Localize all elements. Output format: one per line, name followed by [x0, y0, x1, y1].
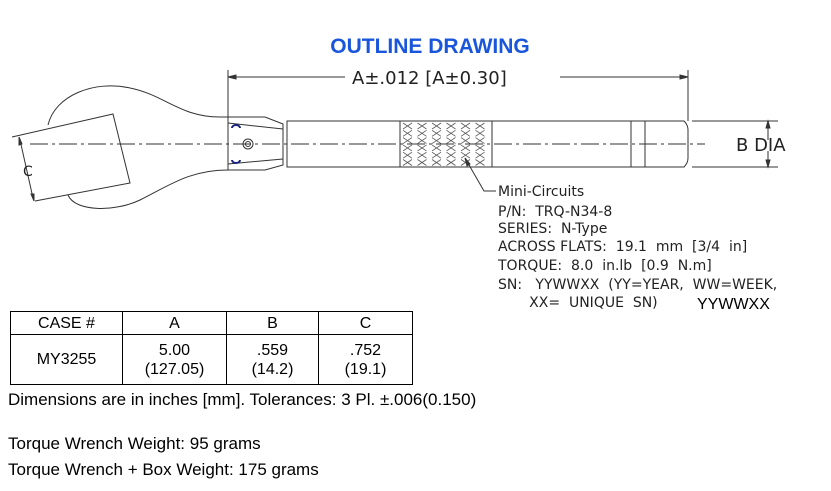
svg-text:ACROSS FLATS: 19.1 mm [3/4: ACROSS FLATS: 19.1 mm [3/4 in]: [498, 239, 747, 255]
knurl-mark: [460, 122, 471, 130]
svg-text:SN: YYWWXX (YY=YEAR, WW=WE: SN: YYWWXX (YY=YEAR, WW=WEEK,: [498, 277, 777, 293]
knurl-mark: [431, 151, 442, 159]
dim-b-label: B DIA: [736, 135, 786, 156]
cell-a: 5.00(127.05): [122, 334, 227, 385]
knurl-mark: [475, 159, 485, 166]
knurl-mark: [460, 144, 471, 152]
weight-note: Torque Wrench Weight: 95 grams: [8, 434, 261, 453]
knurl-mark: [417, 137, 427, 144]
knurl-mark: [417, 151, 427, 159]
knurl-mark: [417, 144, 427, 152]
knurl-mark: [475, 137, 485, 144]
knurl-mark: [431, 159, 442, 166]
knurl-mark: [417, 159, 427, 166]
sn-code: YYWWXX: [697, 296, 770, 313]
cell-b: .559(14.2): [226, 334, 319, 385]
dimensions-table: CASE # A B C MY3255 5.00(127.05) .559(14…: [10, 311, 413, 385]
header-case: CASE #: [10, 311, 123, 335]
knurl-mark: [475, 122, 485, 130]
knurl-mark: [446, 122, 456, 130]
marking-leader: [464, 157, 496, 192]
knurl-mark: [446, 129, 456, 137]
svg-text:SERIES: N-Type: SERIES: N-Type: [498, 221, 607, 237]
tolerance-note: Dimensions are in inches [mm]. Tolerance…: [8, 390, 477, 409]
knurl-mark: [460, 151, 471, 159]
knurl-mark: [402, 137, 413, 144]
knurl-mark: [446, 137, 456, 144]
knurl-mark: [417, 122, 427, 130]
knurl-mark: [475, 151, 485, 159]
knurl-mark: [431, 144, 442, 152]
oring-icon: [231, 124, 241, 164]
knurl-mark: [460, 137, 471, 144]
knurl-mark: [475, 129, 485, 137]
page-title: OUTLINE DRAWING: [330, 35, 530, 58]
dim-a-lines: [227, 70, 689, 121]
knurl-mark: [446, 159, 456, 166]
header-b: B: [226, 311, 319, 335]
knurl-mark: [402, 159, 413, 166]
shaft-end: [644, 120, 689, 168]
knurl-mark: [402, 122, 413, 130]
header-c: C: [318, 311, 413, 335]
svg-text:Mini-Circuits: Mini-Circuits: [498, 184, 584, 200]
knurl-mark: [402, 144, 413, 152]
knurl-mark: [431, 122, 442, 130]
marking-text: Mini-Circuits P/N: TRQ-N34-8 SERIES: N-T…: [497, 184, 777, 313]
knurl-mark: [402, 129, 413, 137]
svg-text:P/N: TRQ-N34-8: P/N: TRQ-N34-8: [498, 204, 612, 220]
cell-c: .752(19.1): [318, 334, 413, 385]
knurl-mark: [417, 129, 427, 137]
header-a: A: [122, 311, 227, 335]
table-row: MY3255 5.00(127.05) .559(14.2) .752(19.1…: [10, 334, 413, 385]
knurl-mark: [446, 151, 456, 159]
knurl-mark: [402, 151, 413, 159]
knurl-mark: [446, 144, 456, 152]
knurl-mark: [460, 129, 471, 137]
svg-text:TORQUE: 8.0 in.lb [0.9 N.m: TORQUE: 8.0 in.lb [0.9 N.m]: [497, 258, 712, 274]
knurl-mark: [475, 144, 485, 152]
weight-box-note: Torque Wrench + Box Weight: 175 grams: [8, 460, 319, 479]
knurl-mark: [431, 129, 442, 137]
dim-a-label: A±.012 [A±0.30]: [352, 68, 507, 89]
knurl-mark: [431, 137, 442, 144]
dim-c-label: C: [23, 164, 33, 180]
wrench-head: [47, 85, 229, 209]
jaw-opening: [11, 113, 131, 202]
cell-case: MY3255: [10, 334, 123, 385]
svg-text:XX= UNIQUE SN): XX= UNIQUE SN): [498, 295, 658, 311]
